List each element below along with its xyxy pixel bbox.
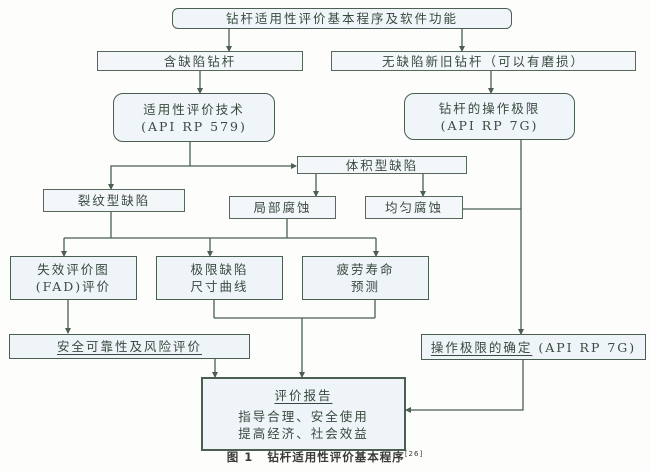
- fitness-technique-line1: 适用性评价技术: [143, 101, 245, 117]
- fad-assessment-line1: 失效评价图: [37, 262, 110, 277]
- local-corrosion-label: 局部腐蚀: [253, 200, 312, 215]
- evaluation-report-line1: 指导合理、安全使用: [238, 408, 369, 424]
- uniform-corrosion-box: 均匀腐蚀: [365, 196, 463, 219]
- operating-limits-line1: 钻杆的操作极限: [438, 100, 541, 116]
- uniform-corrosion-label: 均匀腐蚀: [384, 200, 443, 215]
- crack-defect-box: 裂纹型缺陷: [43, 189, 185, 212]
- limit-defect-curve-line2: 尺寸曲线: [190, 279, 249, 294]
- operating-limit-determination-main: 操作极限的确定: [430, 339, 533, 355]
- evaluation-report-box: 评价报告 指导合理、安全使用 提高经济、社会效益: [201, 377, 406, 451]
- title-box: 钻杆适用性评价基本程序及软件功能: [172, 8, 512, 29]
- operating-limit-determination-suffix: (API RP 7G): [532, 339, 637, 355]
- fitness-technique-box: 适用性评价技术 (API RP 579): [113, 93, 275, 142]
- unflawed-drillpipe-label: 无缺陷新旧钻杆（可以有磨损）: [381, 53, 585, 69]
- figure-caption: 图 1 钻杆适用性评价基本程序[26]: [0, 449, 650, 465]
- limit-defect-curve-box: 极限缺陷 尺寸曲线: [156, 256, 283, 300]
- fitness-technique-line2: (API RP 579): [141, 118, 247, 134]
- evaluation-report-line2: 提高经济、社会效益: [238, 425, 369, 441]
- operating-limits-box: 钻杆的操作极限 (API RP 7G): [404, 93, 575, 140]
- operating-limit-determination-text: 操作极限的确定 (API RP 7G): [431, 339, 636, 356]
- fatigue-life-line2: 预测: [350, 279, 380, 294]
- figure-caption-text: 钻杆适用性评价基本程序: [267, 450, 405, 464]
- crack-defect-label: 裂纹型缺陷: [77, 193, 151, 208]
- flawed-drillpipe-box: 含缺陷钻杆: [97, 51, 303, 71]
- fad-assessment-box: 失效评价图 (FAD)评价: [10, 256, 137, 300]
- arrow-to-crack: [108, 165, 190, 190]
- evaluation-report-title: 评价报告: [274, 387, 333, 403]
- figure-reference: [26]: [404, 450, 424, 459]
- operating-limit-determination-box: 操作极限的确定 (API RP 7G): [421, 334, 646, 360]
- volume-defect-box: 体积型缺陷: [297, 156, 467, 174]
- title-text: 钻杆适用性评价基本程序及软件功能: [225, 11, 458, 26]
- limit-defect-curve-line1: 极限缺陷: [190, 262, 249, 277]
- fad-assessment-line2: (FAD)评价: [35, 279, 112, 294]
- local-corrosion-box: 局部腐蚀: [229, 196, 336, 219]
- arrow-determination-to-report: [405, 360, 524, 413]
- safety-risk-box: 安全可靠性及风险评价: [9, 334, 250, 359]
- unflawed-drillpipe-box: 无缺陷新旧钻杆（可以有磨损）: [331, 51, 636, 71]
- fatigue-life-line1: 疲劳寿命: [336, 262, 395, 277]
- operating-limits-line2: (API RP 7G): [440, 117, 539, 133]
- figure-number: 图 1: [226, 450, 254, 464]
- safety-risk-label: 安全可靠性及风险评价: [56, 339, 202, 354]
- flawed-drillpipe-label: 含缺陷钻杆: [163, 53, 237, 69]
- fatigue-life-box: 疲劳寿命 预测: [302, 256, 429, 300]
- volume-defect-label: 体积型缺陷: [345, 157, 419, 173]
